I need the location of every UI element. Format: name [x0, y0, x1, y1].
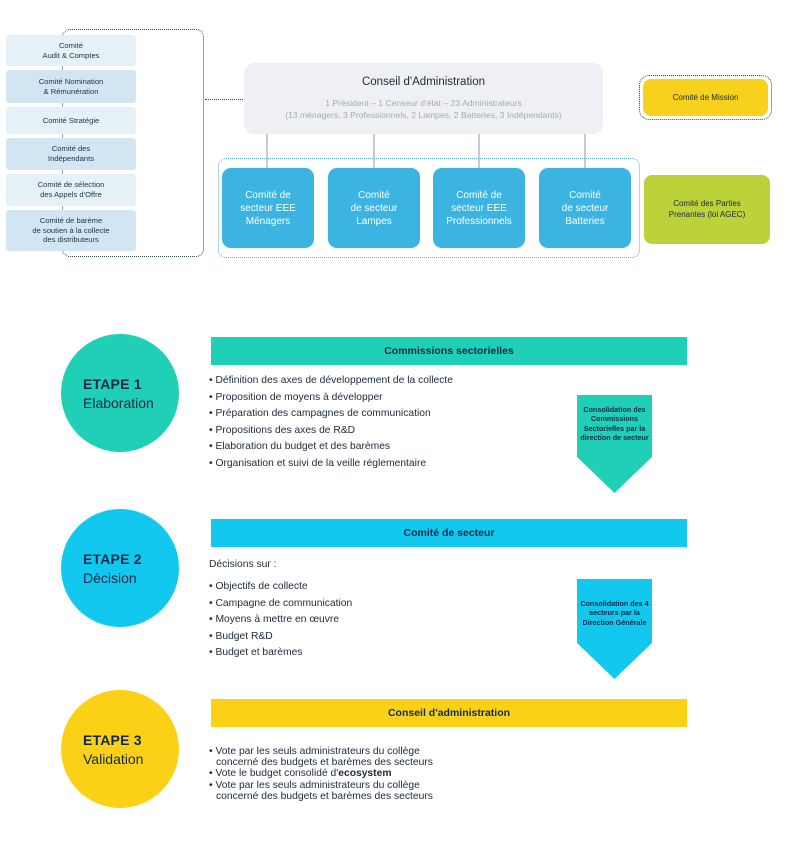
list-item: Budget R&D	[209, 629, 352, 646]
sector-menagers: Comité de secteur EEE Ménagers	[222, 168, 314, 248]
sector-label: Comité de secteur Lampes	[350, 189, 398, 227]
committee-independants: Comité des Indépendants	[6, 138, 136, 170]
banner-label: Comité de secteur	[403, 527, 495, 539]
committee-label: Comité Audit & Comptes	[42, 40, 100, 60]
committee-label: Comité des Indépendants	[47, 144, 95, 163]
arrow-down-shape	[577, 395, 652, 493]
connector-line	[478, 134, 480, 168]
step-3-banner: Conseil d'administration	[211, 699, 687, 727]
list-item: Moyens à mettre en œuvre	[209, 612, 352, 629]
committees-connector	[205, 99, 243, 100]
step-1-bullets: Définition des axes de développement de …	[209, 373, 453, 472]
step-number: ETAPE 2	[83, 550, 142, 567]
sector-label: Comité de secteur EEE Ménagers	[240, 189, 296, 227]
list-item: Objectifs de collecte	[209, 579, 352, 596]
list-item: Préparation des campagnes de communicati…	[209, 406, 453, 423]
sector-lampes: Comité de secteur Lampes	[328, 168, 420, 248]
list-item: Vote par les seuls administrateurs du co…	[209, 746, 433, 769]
step-2-intro: Décisions sur :	[209, 559, 277, 570]
list-item: Définition des axes de développement de …	[209, 373, 453, 390]
board-subtitle: 1 Président – 1 Censeur d'état – 23 Admi…	[285, 98, 562, 120]
list-item-line: concerné des budgets et barèmes des sect…	[216, 757, 433, 769]
step-3-bullets: Vote par les seuls administrateurs du co…	[209, 746, 433, 802]
committee-label: Comité de barème de soutien à la collect…	[32, 215, 110, 245]
list-item-line: Vote par les seuls administrateurs du co…	[215, 746, 420, 757]
committee-label: Comité de sélection des Appels d'Offre	[37, 180, 105, 199]
sector-professionnels: Comité de secteur EEE Professionnels	[433, 168, 525, 248]
step-name: Décision	[83, 569, 137, 586]
step-3-circle: ETAPE 3 Validation	[61, 690, 179, 808]
committee-nomination: Comité Nomination & Rémunération	[6, 70, 136, 103]
step-2-arrow: Consolidation des 4 secteurs par la Dire…	[577, 579, 652, 679]
connector-line	[266, 134, 268, 168]
list-item-text: Vote le budget consolidé d'	[215, 768, 339, 780]
sector-committees-group	[218, 158, 640, 258]
committee-selection: Comité de sélection des Appels d'Offre	[6, 174, 136, 206]
step-name: Elaboration	[83, 394, 154, 411]
step-1-banner: Commissions sectorielles	[211, 337, 687, 365]
committee-audit: Comité Audit & Comptes	[6, 35, 136, 66]
step-2-bullets: Objectifs de collecte Campagne de commun…	[209, 579, 352, 662]
connector-line	[373, 134, 375, 168]
sector-label: Comité de secteur EEE Professionnels	[446, 189, 512, 227]
banner-label: Commissions sectorielles	[384, 345, 514, 357]
committee-label: Comité Stratégie	[42, 115, 100, 125]
step-number: ETAPE 1	[83, 375, 142, 392]
list-item: Vote le budget consolidé d'ecosystem	[209, 768, 433, 779]
banner-label: Conseil d'administration	[387, 707, 511, 719]
stakeholders-label: Comité des Parties Prenantes (loi AGEC)	[668, 198, 746, 219]
list-item: Campagne de communication	[209, 596, 352, 613]
ecosystem-brand: ecosystem	[338, 768, 392, 780]
list-item-line: Vote par les seuls administrateurs du co…	[215, 779, 420, 791]
step-2-banner: Comité de secteur	[211, 519, 687, 547]
arrow-down-shape	[577, 579, 652, 679]
step-number: ETAPE 3	[83, 731, 142, 748]
list-item: Organisation et suivi de la veille régle…	[209, 456, 453, 473]
board-title: Conseil d'Administration	[361, 76, 485, 88]
arrow-label: Consolidation des Commissions Sectoriell…	[580, 405, 649, 443]
committee-strategie: Comité Stratégie	[6, 107, 136, 134]
committee-label: Comité Nomination & Rémunération	[38, 76, 104, 96]
list-item-line: concerné des budgets et barèmes des sect…	[216, 790, 433, 802]
connector-line	[584, 134, 586, 168]
step-1-circle: ETAPE 1 Elaboration	[61, 334, 179, 452]
mission-committee: Comité de Mission	[643, 79, 768, 116]
committee-bareme: Comité de barème de soutien à la collect…	[6, 210, 136, 251]
list-item: Proposition de moyens à développer	[209, 390, 453, 407]
stakeholders-committee: Comité des Parties Prenantes (loi AGEC)	[644, 175, 770, 244]
board-of-directors: Conseil d'Administration 1 Président – 1…	[244, 63, 603, 134]
mission-frame	[639, 75, 772, 120]
list-item: Budget et barèmes	[209, 645, 352, 662]
sector-batteries: Comité de secteur Batteries	[539, 168, 631, 248]
list-item: Elaboration du budget et des barèmes	[209, 439, 453, 456]
mission-label: Comité de Mission	[672, 93, 739, 102]
step-2-circle: ETAPE 2 Décision	[61, 509, 179, 627]
sector-label: Comité de secteur Batteries	[561, 189, 609, 227]
list-item: Propositions des axes de R&D	[209, 423, 453, 440]
list-item: Vote par les seuls administrateurs du co…	[209, 779, 433, 802]
step-1-arrow: Consolidation des Commissions Sectoriell…	[577, 395, 652, 493]
step-name: Validation	[83, 750, 144, 767]
arrow-label: Consolidation des 4 secteurs par la Dire…	[580, 599, 649, 627]
